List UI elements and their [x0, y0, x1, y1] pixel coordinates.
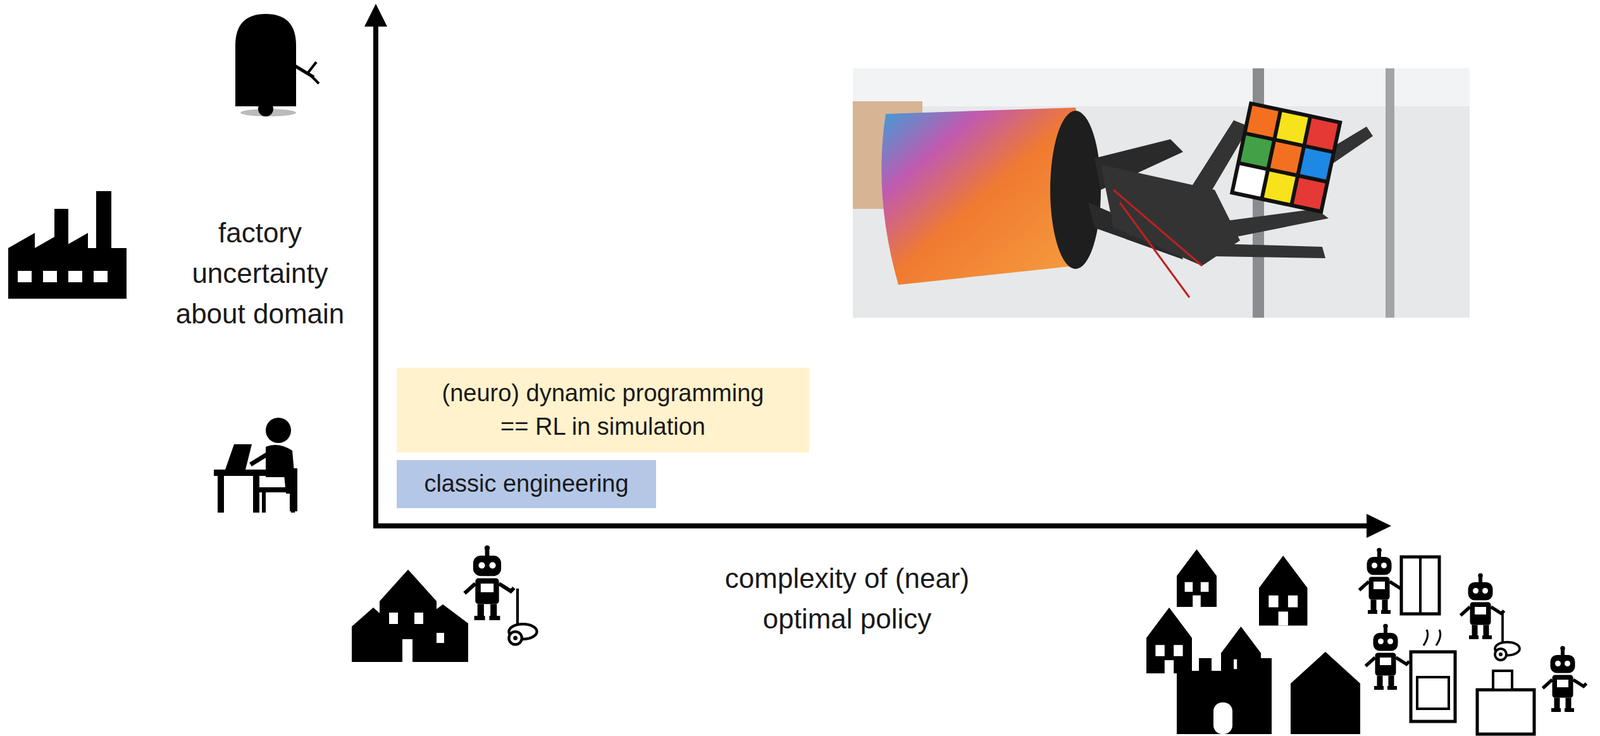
- axis-label: uncertainty about domain: [165, 253, 355, 335]
- axis-label: complexity of (near) optimal policy: [711, 558, 984, 639]
- process-box: classic engineering: [396, 459, 657, 509]
- robot-icon: [235, 13, 319, 117]
- town-icon: [1146, 547, 1587, 734]
- axis-label: factory: [165, 212, 355, 254]
- person-icon: [213, 417, 298, 513]
- box-text: (neuro) dynamic programming == RL in sim…: [430, 376, 776, 444]
- robot-hand-photo: [852, 68, 1470, 318]
- factory-icon: [8, 191, 127, 299]
- process-box: (neuro) dynamic programming == RL in sim…: [396, 367, 810, 453]
- village-icon: [351, 545, 538, 662]
- box-text: classic engineering: [423, 466, 629, 501]
